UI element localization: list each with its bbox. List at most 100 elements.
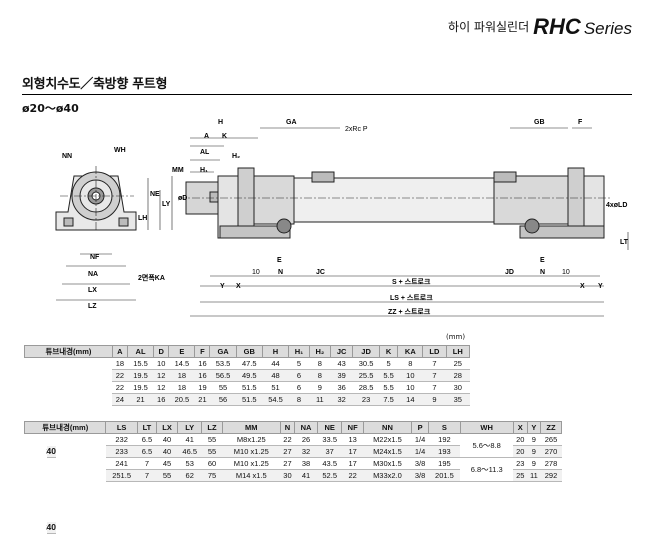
value-cell: 22 [112, 381, 128, 394]
value-cell: M10 x1.25 [222, 457, 281, 470]
value-cell: 44 [262, 357, 289, 370]
value-cell: 21 [194, 393, 210, 406]
value-cell: 75 [201, 469, 223, 482]
header-cell: KA [397, 345, 424, 358]
header-cell: K [378, 345, 399, 358]
header-cell: LX [156, 421, 179, 434]
header-cell: Y [526, 421, 542, 434]
header-cell: LY [177, 421, 203, 434]
label-ls-stroke: LS + 스트로크 [390, 294, 433, 302]
label-k: K [222, 133, 227, 140]
header-cell: D [153, 345, 170, 358]
value-cell: 43.5 [317, 457, 342, 470]
header-cell: F [194, 345, 211, 358]
header-cell: LD [422, 345, 447, 358]
value-cell: 27 [280, 445, 295, 458]
value-cell: 23 [352, 393, 380, 406]
value-cell: 193 [428, 445, 461, 458]
bore-cell: 40 [46, 521, 56, 534]
value-cell: 6.5 [137, 445, 157, 458]
value-cell: 19.5 [127, 381, 154, 394]
value-cell: 32 [294, 445, 318, 458]
section-divider [22, 94, 632, 95]
value-cell: 20 [513, 433, 528, 446]
label-a: A [204, 133, 209, 140]
value-cell: 55 [156, 469, 178, 482]
label-s-stroke: S + 스트로크 [392, 278, 431, 286]
value-cell: 27 [280, 457, 295, 470]
value-cell: 16 [153, 393, 169, 406]
value-cell: 8 [309, 357, 331, 370]
value-cell: 30 [280, 469, 295, 482]
value-cell: 1/4 [411, 433, 429, 446]
value-cell: 53.5 [209, 357, 237, 370]
value-cell: 7 [137, 457, 157, 470]
value-cell: 26 [294, 433, 318, 446]
value-cell: 39 [330, 369, 353, 382]
header-cell: LH [445, 345, 471, 358]
value-cell: 15.5 [127, 357, 154, 370]
value-cell: 60 [201, 457, 223, 470]
value-cell: 18 [112, 357, 128, 370]
label-10-right: 10 [562, 269, 570, 276]
label-wh: WH [114, 147, 126, 154]
value-cell: 1/4 [411, 445, 429, 458]
value-cell: 56 [209, 393, 237, 406]
value-cell: M24x1.5 [363, 445, 412, 458]
value-cell: 9 [527, 445, 541, 458]
header-cell: N [279, 421, 295, 434]
label-al: AL [200, 149, 210, 156]
value-cell: 22 [341, 469, 364, 482]
value-cell: 241 [105, 457, 138, 470]
header-cell: NF [341, 421, 364, 434]
label-h: H [218, 119, 223, 126]
value-cell: 25 [513, 469, 528, 482]
header-cell: S [428, 421, 461, 434]
header-cell: GB [235, 345, 263, 358]
value-cell: 23 [513, 457, 528, 470]
value-cell: 46.5 [177, 445, 202, 458]
value-cell: 22 [112, 369, 128, 382]
value-cell: 53 [177, 457, 202, 470]
unit-label: (mm) [446, 333, 466, 341]
label-x-left: X [236, 283, 241, 290]
value-cell: 17 [341, 445, 364, 458]
section-title: 외형치수도／축방향 푸트형 [22, 77, 168, 92]
value-cell: 41 [177, 433, 202, 446]
header-cell: NA [293, 421, 319, 434]
value-cell: 48 [262, 369, 289, 382]
value-cell: 18 [168, 369, 195, 382]
value-cell: 17 [341, 457, 364, 470]
value-cell: 33.5 [317, 433, 342, 446]
label-na: NA [88, 271, 98, 278]
table-row: 322417455360M10 x1.25273843.517M30x1.53/… [25, 457, 562, 534]
value-cell: 5.5 [379, 381, 398, 394]
value-cell: 28 [446, 369, 470, 382]
value-cell: 28.5 [352, 381, 380, 394]
value-cell: 40 [156, 433, 178, 446]
value-cell: 18 [168, 381, 195, 394]
value-cell: M22x1.5 [363, 433, 412, 446]
value-cell: 51.5 [236, 393, 263, 406]
label-jd: JD [505, 269, 514, 276]
value-cell: 7 [422, 381, 447, 394]
label-h2: H₂ [232, 153, 240, 160]
value-cell: 7 [137, 469, 157, 482]
value-cell: 38 [294, 457, 318, 470]
value-cell: 37 [317, 445, 342, 458]
value-cell: 7 [422, 357, 447, 370]
value-cell: 41 [294, 469, 318, 482]
value-cell: M14 x1.5 [222, 469, 281, 482]
value-cell: 270 [540, 445, 562, 458]
value-cell: 25 [446, 357, 470, 370]
value-cell: 265 [540, 433, 562, 446]
label-f: F [578, 119, 583, 126]
value-cell: 7 [422, 369, 447, 382]
value-cell: 7.5 [379, 393, 398, 406]
header-cell: WH [459, 421, 514, 434]
value-cell: 5 [379, 357, 398, 370]
header-cell: AL [126, 345, 155, 358]
label-lx: LX [88, 287, 97, 294]
cylinder-body [185, 167, 605, 239]
